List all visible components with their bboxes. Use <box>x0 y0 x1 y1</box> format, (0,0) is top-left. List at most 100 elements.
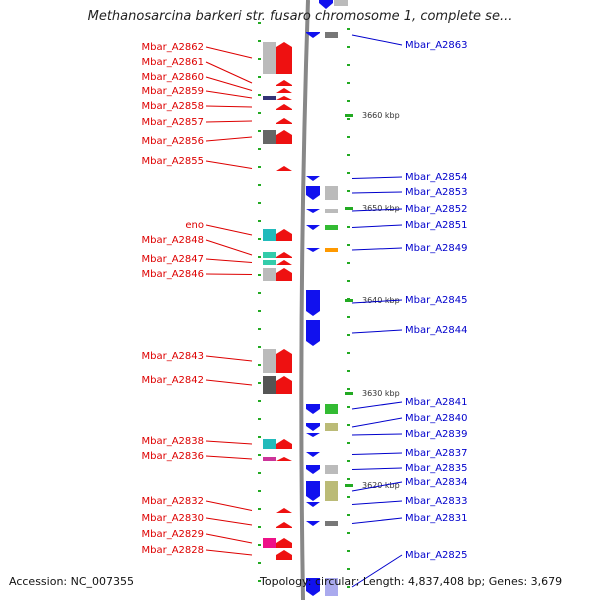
gene-label-mbar_a2848: Mbar_A2848 <box>141 235 204 246</box>
gene-feature-box <box>325 209 338 213</box>
lane-tick-right <box>347 388 350 390</box>
scale-tick-mark <box>345 484 353 487</box>
gene-leader-line <box>351 554 403 588</box>
gene-label-mbar_a2834: Mbar_A2834 <box>405 477 468 488</box>
gene-label-mbar_a2828: Mbar_A2828 <box>141 545 204 556</box>
gene-label-mbar_a2825: Mbar_A2825 <box>405 550 468 561</box>
gene-label-mbar_a2837: Mbar_A2837 <box>405 448 468 459</box>
lane-tick-right <box>347 136 350 138</box>
lane-tick-right <box>347 154 350 156</box>
gene-feature-box <box>263 439 276 449</box>
gene-arrow-reverse <box>306 32 320 38</box>
gene-arrow-reverse <box>306 404 320 414</box>
lane-tick-left <box>258 202 261 204</box>
gene-label-mbar_a2854: Mbar_A2854 <box>405 172 468 183</box>
gene-label-mbar_a2856: Mbar_A2856 <box>141 136 204 147</box>
gene-leader-line <box>351 176 403 179</box>
gene-arrow-forward <box>276 439 292 449</box>
gene-arrow-forward <box>276 104 292 110</box>
accession-text: Accession: NC_007355 <box>9 575 135 588</box>
gene-leader-line <box>205 120 253 123</box>
gene-arrow-reverse <box>306 452 320 457</box>
gene-arrow-forward <box>276 522 292 528</box>
chromosome-backbone <box>299 0 310 600</box>
lane-tick-left <box>258 400 261 402</box>
gene-leader-line <box>351 481 403 492</box>
gene-feature-box <box>334 0 348 6</box>
gene-label-mbar_a2846: Mbar_A2846 <box>141 269 204 280</box>
gene-arrow-reverse <box>306 423 320 431</box>
lane-tick-right <box>347 352 350 354</box>
gene-feature-box <box>325 578 338 596</box>
gene-label-mbar_a2861: Mbar_A2861 <box>141 57 204 68</box>
gene-feature-box <box>325 481 338 501</box>
gene-leader-line <box>205 224 253 236</box>
gene-leader-line <box>205 517 253 526</box>
gene-label-mbar_a2831: Mbar_A2831 <box>405 513 468 524</box>
gene-feature-box <box>325 186 338 200</box>
gene-label-mbar_a2840: Mbar_A2840 <box>405 413 468 424</box>
lane-tick-right <box>347 244 350 246</box>
gene-arrow-forward <box>276 96 292 100</box>
lane-tick-right <box>347 172 350 174</box>
gene-label-mbar_a2862: Mbar_A2862 <box>141 42 204 53</box>
gene-arrow-forward <box>276 508 292 513</box>
gene-leader-line <box>205 549 253 556</box>
lane-tick-right <box>347 370 350 372</box>
gene-arrow-forward <box>276 538 292 548</box>
scale-tick-mark <box>345 114 353 117</box>
lane-tick-right <box>347 316 350 318</box>
lane-tick-left <box>258 454 261 456</box>
gene-arrow-reverse <box>306 209 320 213</box>
topology-text: Topology: circular; Length: 4,837,408 bp… <box>260 575 563 588</box>
gene-feature-box <box>263 252 276 258</box>
lane-tick-left <box>258 148 261 150</box>
gene-leader-line <box>351 247 403 251</box>
gene-feature-box <box>263 42 276 74</box>
lane-tick-right <box>347 442 350 444</box>
gene-leader-line <box>205 455 253 460</box>
gene-label-mbar_a2832: Mbar_A2832 <box>141 496 204 507</box>
gene-leader-line <box>351 191 403 194</box>
lane-tick-left <box>258 274 261 276</box>
lane-tick-left <box>258 418 261 420</box>
gene-leader-line <box>351 452 403 455</box>
lane-tick-right <box>347 496 350 498</box>
lane-tick-right <box>347 226 350 228</box>
scale-tick-mark <box>345 392 353 395</box>
gene-feature-box <box>263 268 276 281</box>
gene-leader-line <box>351 224 403 228</box>
lane-tick-right <box>347 478 350 480</box>
gene-leader-line <box>205 76 253 91</box>
gene-label-mbar_a2838: Mbar_A2838 <box>141 436 204 447</box>
gene-arrow-reverse <box>319 0 333 9</box>
lane-tick-right <box>347 100 350 102</box>
lane-tick-left <box>258 382 261 384</box>
lane-tick-right <box>347 514 350 516</box>
gene-arrow-reverse <box>306 176 320 181</box>
gene-label-mbar_a2853: Mbar_A2853 <box>405 187 468 198</box>
gene-label-mbar_a2841: Mbar_A2841 <box>405 397 468 408</box>
gene-arrow-reverse <box>306 578 320 596</box>
lane-tick-left <box>258 76 261 78</box>
gene-label-mbar_a2847: Mbar_A2847 <box>141 254 204 265</box>
page-title: Methanosarcina barkeri str. fusaro chrom… <box>87 9 513 24</box>
gene-arrow-forward <box>276 260 292 265</box>
lane-tick-right <box>347 28 350 30</box>
lane-tick-left <box>258 166 261 168</box>
scale-tick-label: 3660 kbp <box>362 111 400 120</box>
lane-tick-left <box>258 526 261 528</box>
gene-leader-line <box>205 46 253 59</box>
lane-tick-right <box>347 424 350 426</box>
gene-leader-line <box>205 90 253 99</box>
gene-leader-line <box>205 533 253 544</box>
gene-arrow-forward <box>276 130 292 144</box>
lane-tick-left <box>258 346 261 348</box>
lane-tick-left <box>258 310 261 312</box>
gene-leader-line <box>351 467 403 470</box>
gene-leader-line <box>205 500 253 511</box>
lane-tick-left <box>258 562 261 564</box>
gene-arrow-reverse <box>306 481 320 501</box>
gene-arrow-forward <box>276 376 292 394</box>
